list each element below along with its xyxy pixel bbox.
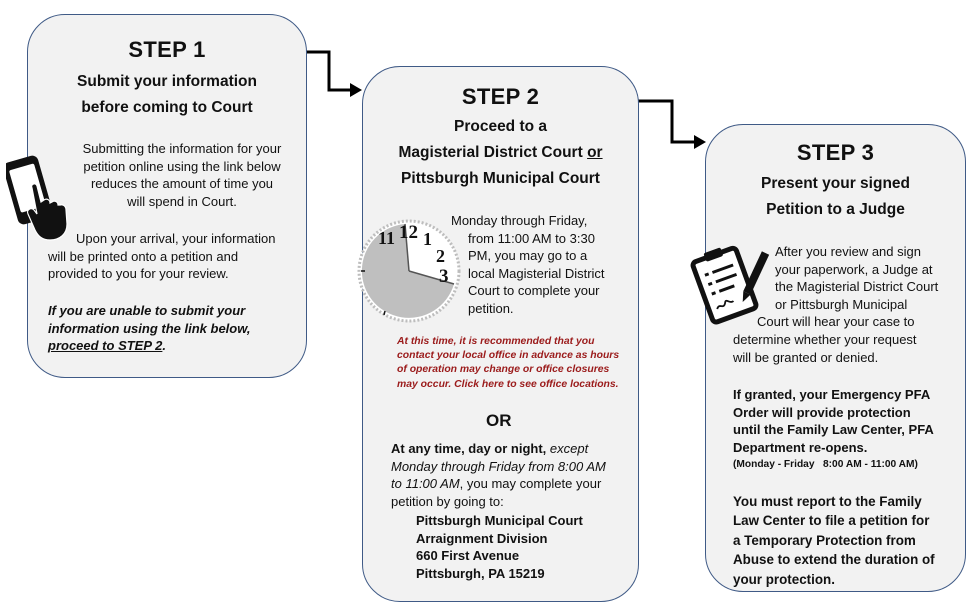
clock-number-2: 2: [436, 246, 445, 266]
hand-phone-icon: [6, 155, 68, 241]
step2-card: [362, 66, 639, 602]
step3-paragraph-3: You must report to the Family Law Center…: [733, 494, 935, 587]
step1-paragraph-3: If you are unable to submit your informa…: [48, 303, 251, 354]
office-hours-notice[interactable]: At this time, it is recommended that you…: [397, 336, 620, 390]
clock-number-12: 12: [399, 222, 418, 243]
step1-paragraph-2: Upon your arrival, your information will…: [48, 231, 276, 282]
court-address: Pittsburgh Municipal Court Arraignment D…: [416, 513, 583, 581]
step3-card: [705, 124, 966, 592]
proceed-to-step2-link[interactable]: proceed to STEP 2: [48, 338, 163, 354]
clock-number-3: 3: [439, 266, 449, 287]
step1-content: STEP 1 Submit your information before co…: [27, 14, 307, 378]
arrow-step2-to-step3: [637, 99, 696, 144]
step2-subtitle: Proceed to a Magisterial District Court …: [398, 118, 603, 187]
clock-number-1: 1: [423, 229, 432, 249]
step1-title: STEP 1: [128, 37, 206, 62]
clock-number-11: 11: [378, 228, 395, 248]
family-law-center-hours: (Monday - Friday 8:00 AM - 11:00 AM): [733, 459, 918, 470]
step1-paragraph-1: Submitting the information for your peti…: [82, 141, 282, 209]
arrow-head-step2: [350, 83, 362, 97]
clock-icon: 11 12 1 2 3: [357, 219, 461, 323]
step3-content: STEP 3 Present your signed Petition to a…: [705, 124, 966, 592]
step2-hours-text: Monday through Friday, from 11:00 AM to …: [451, 213, 605, 316]
step3-subtitle: Present your signed Petition to a Judge: [760, 175, 910, 218]
step3-paragraph-2: If granted, your Emergency PFA Order wil…: [733, 387, 934, 455]
step2-anytime-text: At any time, day or night, except Monday…: [391, 441, 606, 509]
step2-content: STEP 2 Proceed to a Magisterial District…: [362, 66, 639, 602]
step3-title: STEP 3: [796, 140, 875, 165]
arrow-step1-to-step2: [305, 50, 352, 92]
step2-title: STEP 2: [461, 84, 540, 109]
step1-card: [27, 14, 307, 378]
arrow-head-step3: [694, 135, 706, 149]
step1-subtitle: Submit your information before coming to…: [77, 73, 257, 116]
signed-document-icon: [690, 245, 770, 325]
or-divider: OR: [486, 411, 512, 430]
step3-paragraph-1: After you review and sign your paperwork…: [733, 244, 939, 365]
